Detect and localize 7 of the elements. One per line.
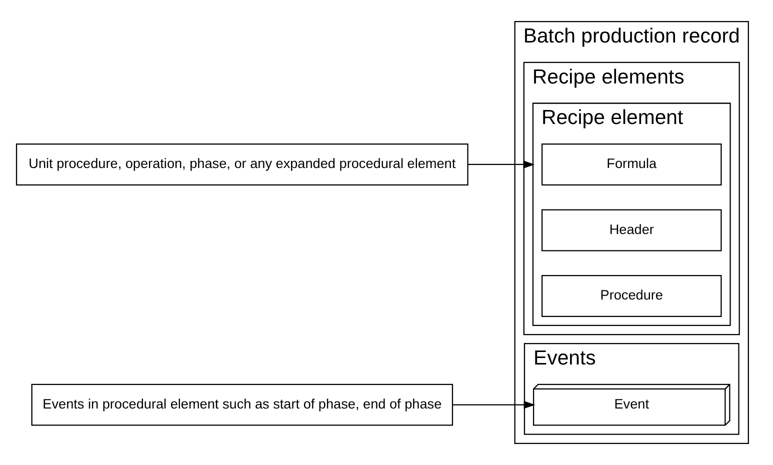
arrow (467, 160, 534, 168)
node-box: Procedure (540, 275, 722, 317)
node-box: Events in procedural element such as start of phase, end of phase (30, 384, 453, 426)
arrow (452, 400, 535, 409)
node-box: Formula (540, 144, 722, 186)
node-box: Unit procedure, operation, phase, or any expanded procedural element (15, 144, 468, 186)
node-box: Header (540, 209, 722, 252)
